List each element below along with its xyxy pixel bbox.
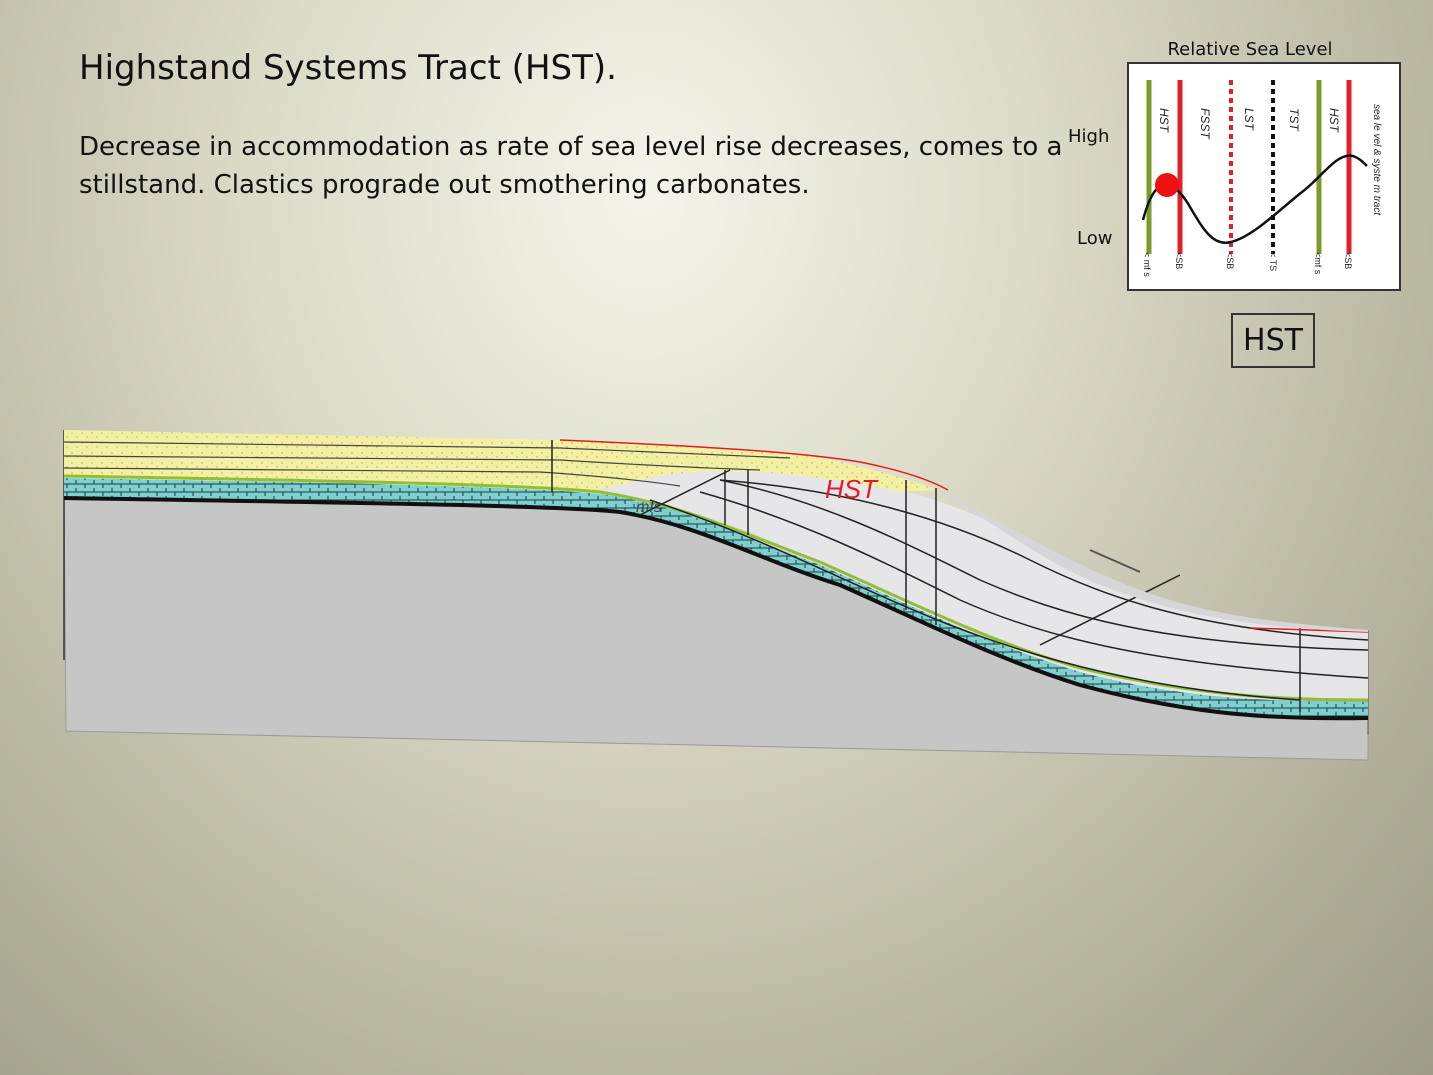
mfs-label: mfs xyxy=(636,499,662,516)
hst-label: HST xyxy=(825,474,879,504)
sea-level-chart: HST FSST LST TST HST < mf s <SB <SB < TS… xyxy=(1127,62,1401,291)
sea-level-low-label: Low xyxy=(1077,228,1113,249)
clastic-wedge xyxy=(64,430,940,494)
sea-level-side-label: sea le vel & syste m tract xyxy=(1371,104,1382,216)
surface-label-mfs-2: <mf s xyxy=(1313,252,1323,275)
clinoform-lines xyxy=(649,479,1369,701)
tract-label-tst: TST xyxy=(1287,108,1301,132)
vertical-lines xyxy=(551,440,1301,712)
surface-label-sb-2: <SB xyxy=(1225,252,1235,269)
clastic-bedding xyxy=(63,441,791,487)
sea-level-high-label: High xyxy=(1068,126,1110,147)
surface-label-sb-1: <SB xyxy=(1174,252,1184,269)
hst-top-line-distal xyxy=(1249,627,1369,633)
tract-label-hst-2: HST xyxy=(1327,108,1341,134)
current-tract-badge: HST xyxy=(1231,313,1315,368)
sequence-boundary xyxy=(63,496,1369,721)
surface-label-ts: < TS xyxy=(1268,252,1278,271)
tract-label-lst: LST xyxy=(1242,108,1256,132)
surface-label-sb-3: <SB xyxy=(1343,252,1353,269)
hst-offshore-fill xyxy=(600,455,1368,701)
current-position-marker xyxy=(1155,173,1179,197)
slide-title: Highstand Systems Tract (HST). xyxy=(79,48,617,88)
offshore-top-stroke xyxy=(1089,549,1141,573)
sea-level-chart-title: Relative Sea Level xyxy=(1167,39,1333,60)
tract-label-fsst: FSST xyxy=(1198,108,1212,140)
slide-description: Decrease in accommodation as rate of sea… xyxy=(79,132,1063,200)
tract-label-hst-1: HST xyxy=(1157,108,1171,134)
carbonate-layer xyxy=(64,478,1368,719)
mfs-surface xyxy=(63,474,1369,702)
surface-label-mfs-1: < mf s xyxy=(1142,252,1152,277)
hst-top-line xyxy=(559,439,949,491)
